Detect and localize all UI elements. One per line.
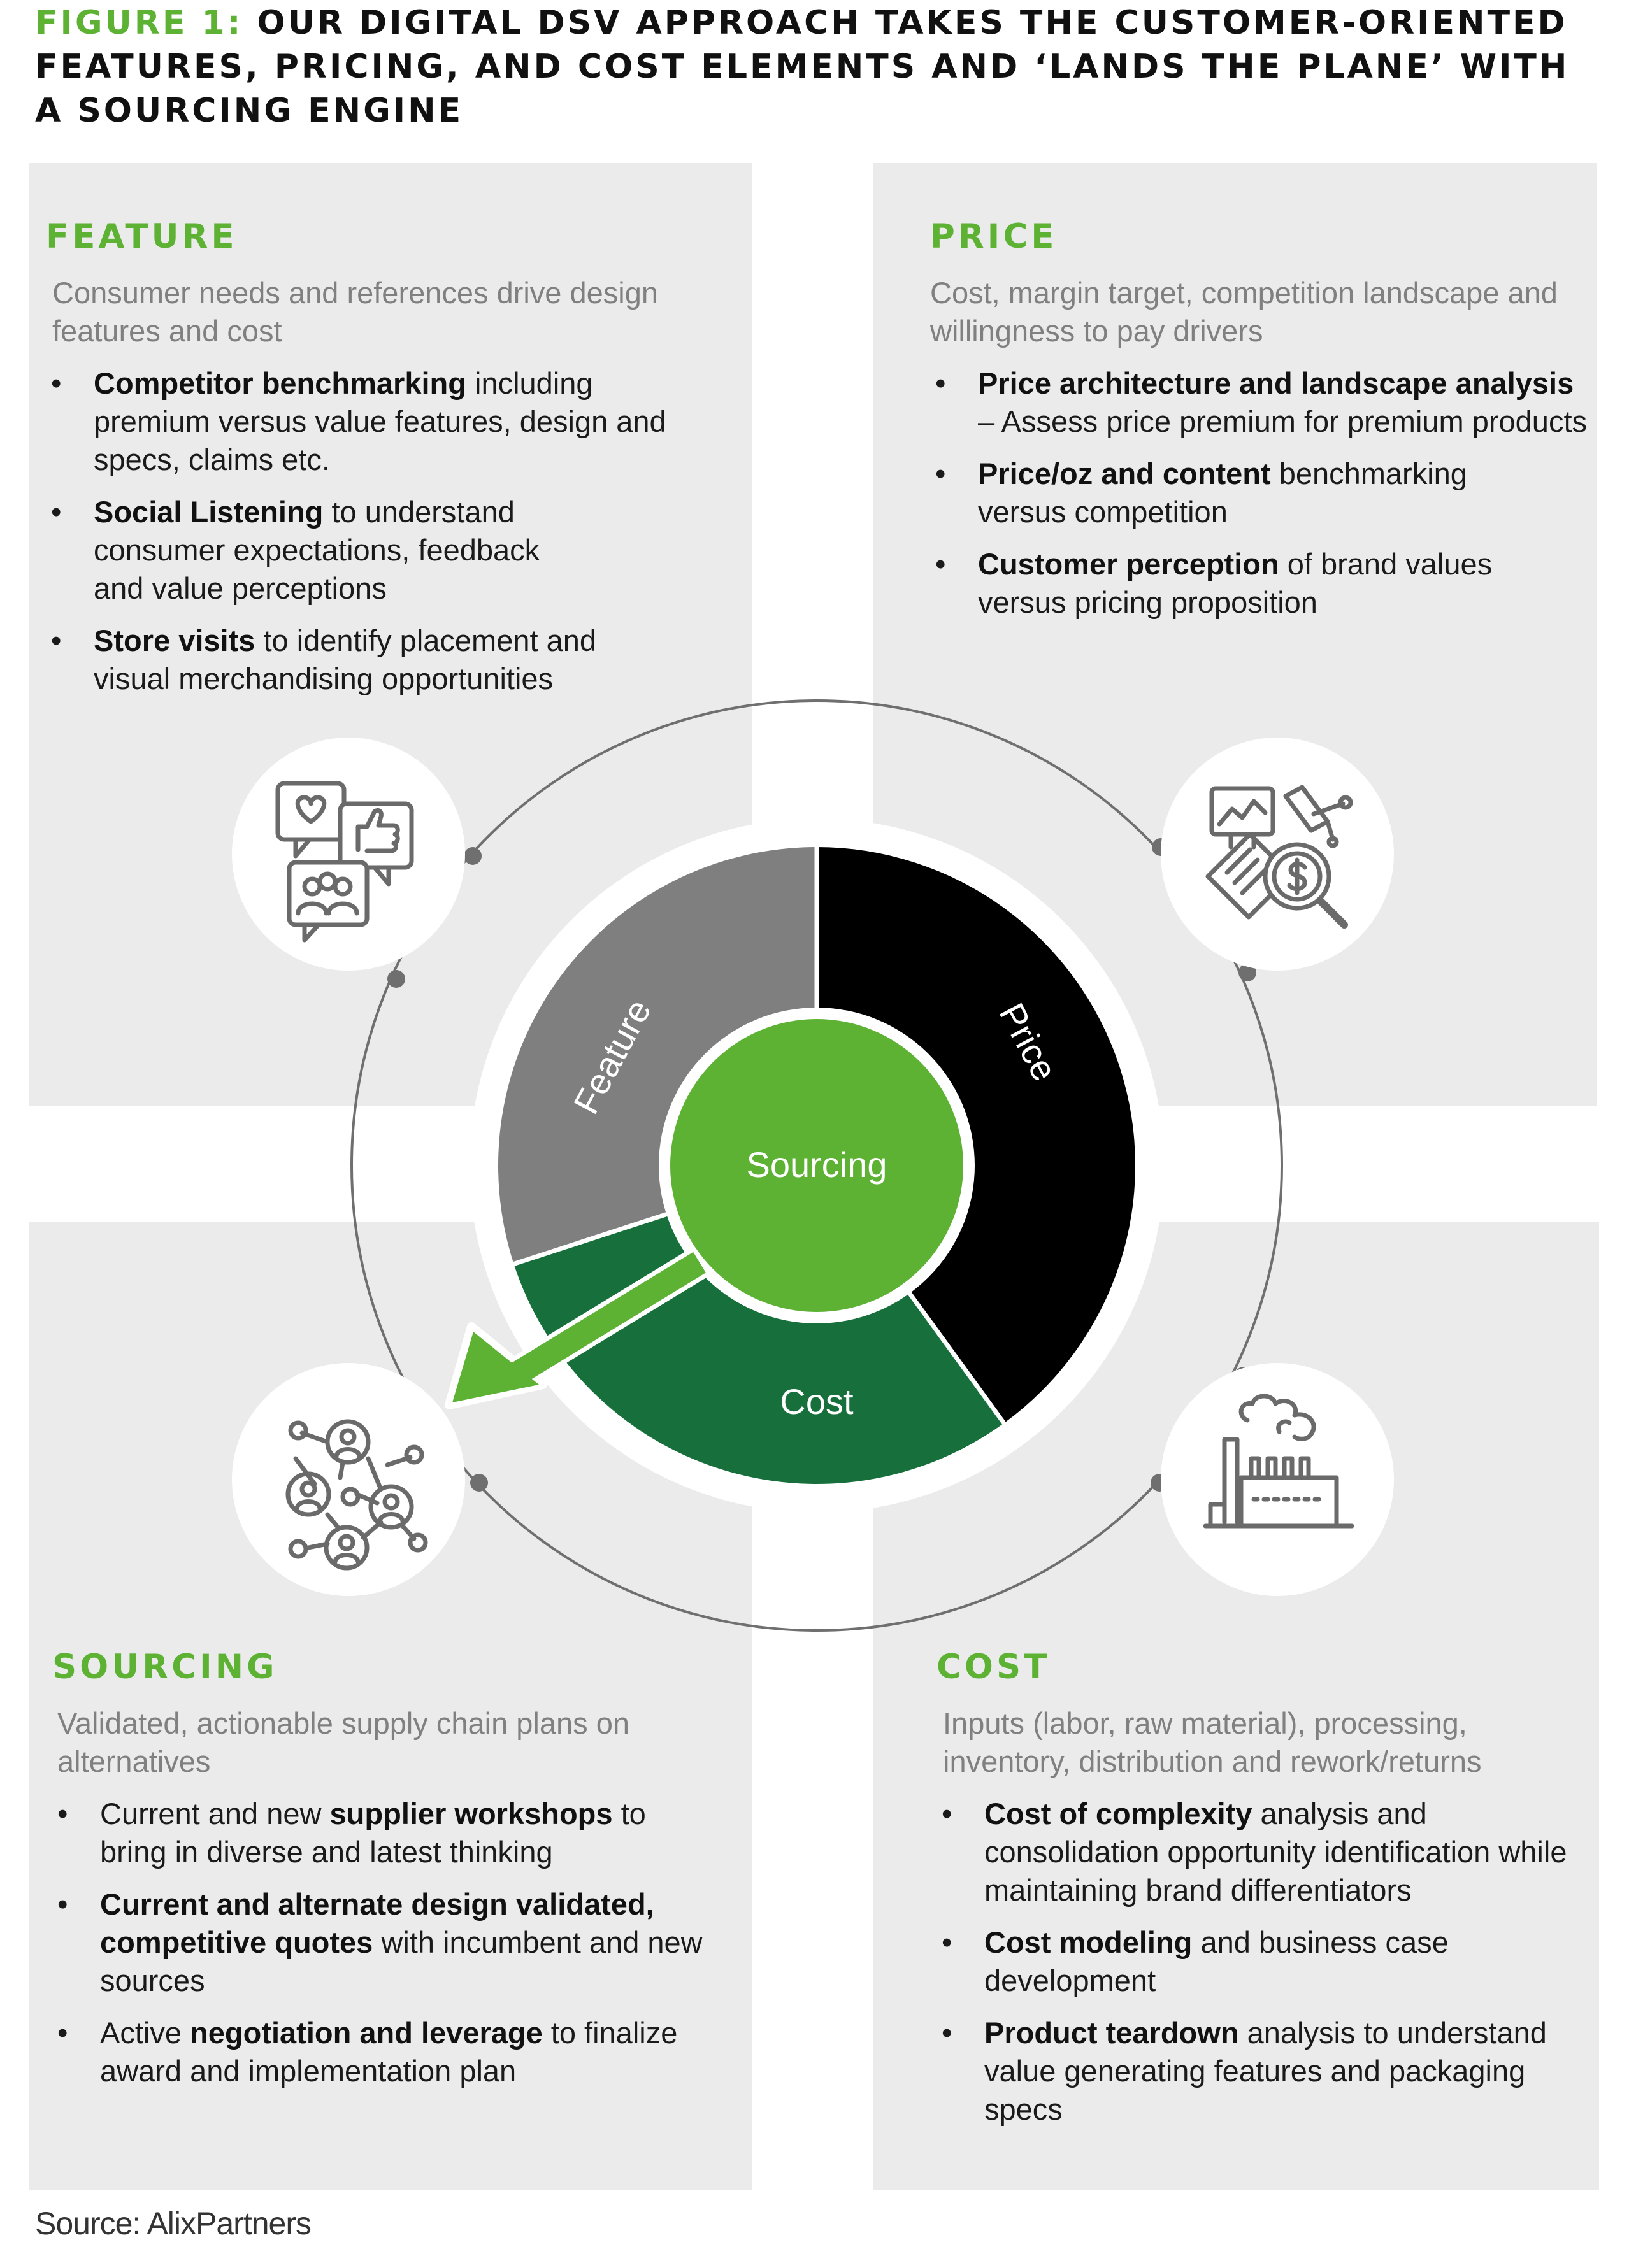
price-section: PRICE Cost, margin target, competition l…	[930, 218, 1593, 636]
feature-bullet-text: to identify placement and visual merchan…	[94, 624, 597, 695]
sourcing-bullet: Current and alternate design validated, …	[52, 1885, 721, 2000]
feature-bullet: Store visits to identify placement and v…	[46, 622, 696, 698]
price-heading: PRICE	[930, 217, 1058, 256]
cost-bullet-bold: Cost modeling	[984, 1925, 1193, 1959]
sourcing-bullets: Current and new supplier workshops to br…	[52, 1795, 721, 2090]
cost-icon-circle	[1161, 1363, 1394, 1596]
social-feedback-icon	[275, 781, 414, 943]
donut-segment-price	[817, 847, 1136, 1423]
feature-heading: FEATURE	[46, 217, 238, 256]
sourcing-section: SOURCING Validated, actionable supply ch…	[52, 1648, 740, 2104]
factory-icon	[1203, 1394, 1354, 1529]
price-bullet: Price/oz and content benchmarking versus…	[930, 455, 1593, 531]
feature-bullet-text: to understand consumer expectations, fee…	[94, 495, 540, 605]
sourcing-bullet-text: to bring in diverse and latest thinking	[100, 1797, 646, 1869]
arrow-shaft	[503, 1252, 706, 1389]
price-bullet-text: benchmarking versus competition	[978, 457, 1467, 529]
cost-bullet-text: analysis and consolidation opportunity i…	[984, 1797, 1567, 1907]
sourcing-heading: SOURCING	[52, 1648, 278, 1687]
sourcing-bullet-bold: Current and alternate design validated, …	[100, 1887, 654, 1959]
price-subtitle: Cost, margin target, competition landsca…	[930, 276, 1558, 348]
source-note: Source: AlixPartners	[35, 2206, 312, 2241]
cost-bullet: Cost modeling and business case developm…	[936, 1923, 1593, 2000]
ring-dot	[470, 1474, 488, 1492]
supplier-network-icon	[285, 1419, 428, 1571]
feature-section: FEATURE Consumer needs and references dr…	[46, 218, 747, 712]
price-bullet: Price architecture and landscape analysi…	[930, 364, 1593, 441]
figure-title: FIGURE 1: OUR DIGITAL DSV APPROACH TAKES…	[35, 1, 1602, 133]
price-bullet-text: of brand values versus pricing propositi…	[978, 547, 1493, 619]
cost-bullets: Cost of complexity analysis and consolid…	[936, 1795, 1593, 2129]
arrow-head	[452, 1332, 539, 1402]
sourcing-bullet-bold: supplier workshops	[329, 1797, 613, 1830]
feature-bullet-text: including premium versus value features,…	[94, 366, 666, 476]
cost-bullet-text: analysis to understand value generating …	[984, 2016, 1547, 2126]
cost-bullet: Product teardown analysis to understand …	[936, 2014, 1593, 2129]
outer-ring	[350, 699, 1283, 1632]
price-bullet-bold: Customer perception	[978, 547, 1279, 581]
figure-title-prefix: FIGURE 1:	[35, 4, 243, 42]
sourcing-bullet-text: with incumbent and new sources	[100, 1925, 703, 1997]
center-sourcing-disc	[670, 1019, 963, 1312]
ring-dot	[1238, 964, 1256, 981]
sourcing-icon-circle	[232, 1363, 465, 1596]
price-bullet-bold: Price architecture and landscape analysi…	[978, 366, 1574, 400]
price-icon-circle	[1161, 738, 1394, 971]
feature-bullet-bold: Store visits	[94, 624, 255, 657]
feature-bullet: Competitor benchmarking including premiu…	[46, 364, 696, 479]
ring-dot	[464, 847, 482, 865]
feature-bullet-bold: Competitor benchmarking	[94, 366, 466, 400]
sourcing-bullet-bold: negotiation and leverage	[190, 2016, 543, 2050]
cost-bullet-bold: Cost of complexity	[984, 1797, 1252, 1830]
sourcing-bullet-pre: Active	[100, 2016, 190, 2050]
center-label: Sourcing	[746, 1145, 887, 1185]
ring-dot	[387, 970, 405, 988]
segment-label-cost: Cost	[780, 1381, 854, 1422]
cost-bullet-bold: Product teardown	[984, 2016, 1239, 2050]
cost-section: COST Inputs (labor, raw material), proce…	[936, 1648, 1593, 2143]
figure-title-text: OUR DIGITAL DSV APPROACH TAKES THE CUSTO…	[35, 4, 1570, 130]
feature-bullets: Competitor benchmarking including premiu…	[46, 364, 696, 698]
sourcing-bullet-pre: Current and new	[100, 1797, 330, 1830]
price-bullet-bold: Price/oz and content	[978, 457, 1271, 490]
price-bullet: Customer perception of brand values vers…	[930, 545, 1593, 622]
sourcing-bullet: Current and new supplier workshops to br…	[52, 1795, 721, 1871]
feature-icon-circle	[232, 738, 465, 971]
price-bullet-text: – Assess price premium for premium produ…	[978, 404, 1587, 438]
cost-bullet-text: and business case development	[984, 1925, 1449, 1997]
sourcing-subtitle: Validated, actionable supply chain plans…	[57, 1706, 629, 1778]
donut-segment-cost	[513, 1166, 1004, 1484]
sourcing-bullet-text: to finalize award and implementation pla…	[100, 2016, 678, 2088]
sourcing-arrow	[445, 1248, 708, 1409]
feature-subtitle: Consumer needs and references drive desi…	[52, 276, 658, 348]
cost-heading: COST	[936, 1648, 1051, 1687]
sourcing-bullet: Active negotiation and leverage to final…	[52, 2014, 721, 2090]
cost-subtitle: Inputs (labor, raw material), processing…	[943, 1706, 1482, 1778]
feature-bullet: Social Listening to understand consumer …	[46, 493, 696, 608]
feature-bullet-bold: Social Listening	[94, 495, 324, 529]
price-bullets: Price architecture and landscape analysi…	[930, 364, 1593, 622]
price-analysis-icon	[1205, 785, 1353, 929]
cost-bullet: Cost of complexity analysis and consolid…	[936, 1795, 1593, 1909]
